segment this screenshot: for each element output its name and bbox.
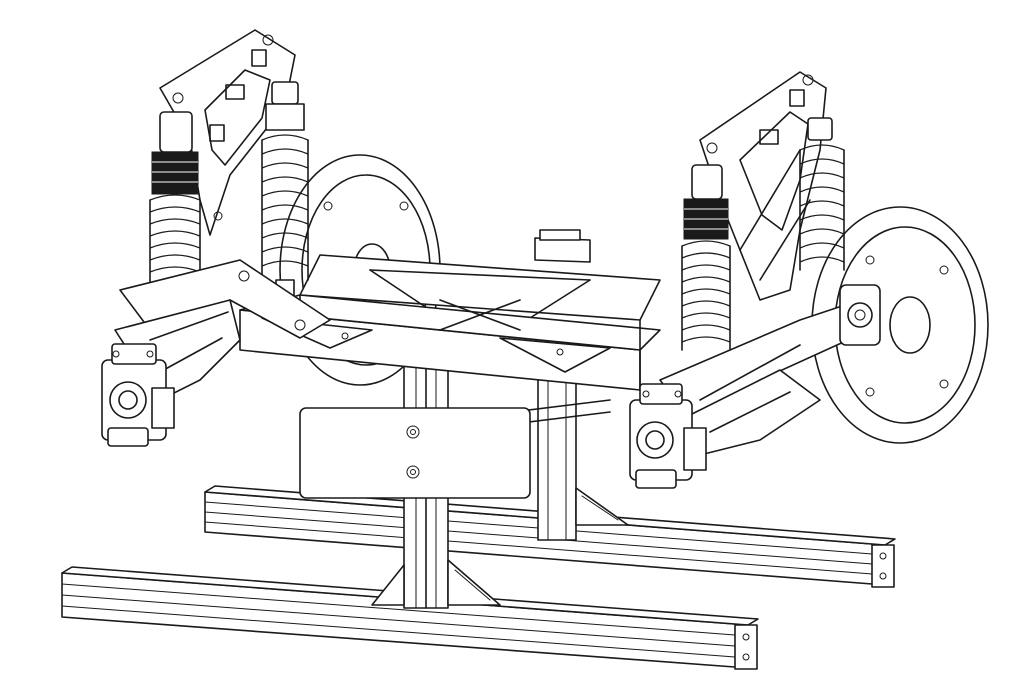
- lower-control-arm-right: [659, 284, 881, 456]
- chassis-frame: [239, 229, 661, 391]
- gusset-bracket-front: [371, 559, 501, 606]
- shock-absorber-right-rear: [799, 117, 845, 271]
- upright-right: [629, 383, 707, 489]
- center-mount-plate: [299, 407, 531, 499]
- gusset-bracket-rear: [575, 487, 629, 526]
- shock-absorber-left-rear: [261, 81, 309, 307]
- shock-absorber-right-front: [681, 164, 731, 351]
- upright-left: [101, 343, 175, 447]
- shock-tower-right: [699, 71, 827, 301]
